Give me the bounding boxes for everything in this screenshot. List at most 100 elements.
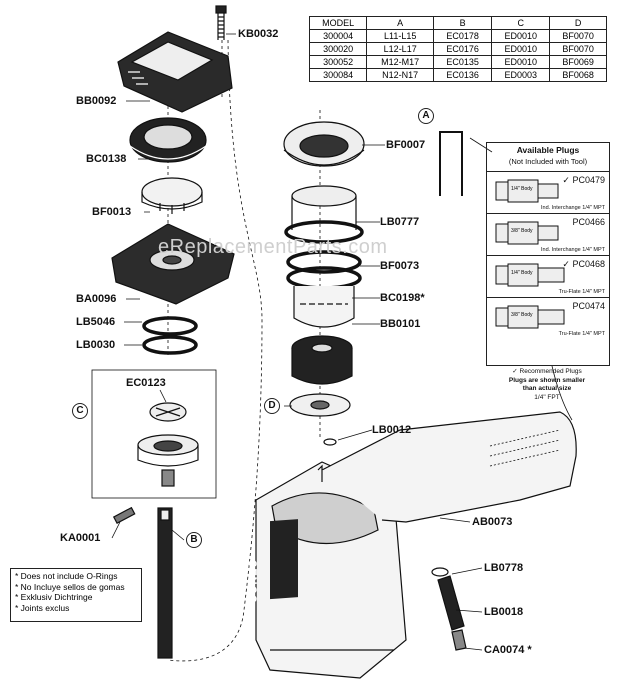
valve-body: [137, 434, 199, 487]
staple-a: [439, 131, 463, 196]
plugs-subtitle: (Not Included with Tool): [508, 157, 588, 166]
pin-ka0001: [112, 506, 136, 525]
plug-body: 3/8" Body: [511, 312, 533, 318]
table-cell: EC0176: [433, 42, 493, 56]
note-line: * Joints exclus: [15, 602, 70, 613]
part-label-bc0138: BC0138: [86, 153, 127, 165]
table-cell: ED0010: [491, 55, 551, 69]
part-label-lb0777: LB0777: [380, 216, 420, 228]
ring-bc0138: [129, 117, 207, 163]
part-label-ba0096: BA0096: [76, 293, 117, 305]
callout-b: B: [186, 532, 202, 548]
disc-bf0013: [141, 177, 203, 214]
housing-bf0007: [283, 121, 365, 167]
plug-body: 1/4" Body: [511, 186, 533, 192]
available-plugs-panel: Available Plugs (Not Included with Tool)…: [486, 142, 610, 366]
notes-box: * Does not include O-Rings * No Incluye …: [10, 568, 142, 622]
disc-d: [289, 393, 351, 417]
part-label-bc0198: BC0198*: [380, 292, 425, 304]
plug-code: ✓ PC0468: [562, 259, 605, 269]
plug-drawings: [495, 179, 565, 329]
piston-bc0198: [293, 286, 355, 328]
header-cell: D: [549, 16, 607, 30]
table-cell: 300052: [308, 55, 368, 69]
plug-pc0468: [495, 263, 565, 287]
part-label-bb0101: BB0101: [380, 318, 421, 330]
table-cell: BF0070: [549, 42, 607, 56]
part-label-ka0001: KA0001: [60, 532, 101, 544]
note-line: * Does not include O-Rings: [15, 571, 118, 581]
table-row: 300004 L11-L15 EC0178 ED0010 BF0070: [308, 29, 607, 43]
table-row: 300020 L12-L17 EC0176 ED0010 BF0070: [308, 42, 607, 56]
oring-lb5046: [142, 316, 198, 336]
table-cell: L11-L15: [366, 29, 435, 43]
part-label-ca0074: CA0074 *: [484, 644, 532, 656]
table-cell: 300084: [308, 68, 368, 82]
plugs-title: Available Plugs: [516, 145, 580, 155]
table-cell: EC0178: [433, 29, 493, 43]
cap-bb0092: [117, 31, 233, 113]
table-cell: M12-M17: [366, 55, 435, 69]
callout-a: A: [418, 108, 434, 124]
callout-d: D: [264, 398, 280, 414]
plug-pc0466: [495, 221, 559, 245]
table-cell: ED0003: [491, 68, 551, 82]
plug-row: PC0466 Ind. Interchange 1/4" MPT 3/8" Bo…: [487, 213, 609, 256]
plug-body: 1/4" Body: [511, 270, 533, 276]
plug-row: PC0474 Tru-Flate 1/4" MPT 3/8" Body: [487, 297, 609, 340]
part-label-lb5046: LB5046: [76, 316, 116, 328]
table-cell: BF0069: [549, 55, 607, 69]
rod-b: [157, 507, 173, 659]
inlet-parts: [431, 567, 467, 651]
oring-lb0012: [323, 438, 337, 446]
plug-desc: Tru-Flate 1/4" MPT: [558, 331, 605, 337]
screw-kb0032: [215, 5, 227, 40]
main-housing: [255, 411, 577, 679]
part-label-ab0073: AB0073: [472, 516, 513, 528]
plug-code: PC0466: [572, 217, 605, 227]
plug-code: ✓ PC0479: [562, 175, 605, 185]
plate-ba0096: [111, 223, 235, 305]
part-label-bb0092: BB0092: [76, 95, 117, 107]
plugs-note-recommended: ✓ Recommended Plugs: [512, 368, 582, 375]
table-cell: L12-L17: [366, 42, 435, 56]
table-cell: 300020: [308, 42, 368, 56]
plug-pc0474: [495, 305, 565, 329]
bumper-bb0101: [291, 335, 353, 385]
table-cell: ED0010: [491, 29, 551, 43]
callout-c: C: [72, 403, 88, 419]
valve-ec0123: [149, 402, 187, 422]
cylinder-lb0777: [284, 185, 364, 244]
part-label-bf0013: BF0013: [92, 206, 132, 218]
part-label-lb0012: LB0012: [372, 424, 412, 436]
header-cell: C: [491, 16, 551, 30]
table-cell: BF0068: [549, 68, 607, 82]
plugs-note-size-2: than actual size: [522, 385, 572, 392]
plug-pc0479: [495, 179, 559, 203]
header-cell: A: [366, 16, 435, 30]
part-label-lb0778: LB0778: [484, 562, 524, 574]
part-label-lb0018: LB0018: [484, 606, 524, 618]
oring-lb0030: [142, 335, 198, 355]
plug-desc: Ind. Interchange 1/4" MPT: [540, 247, 605, 253]
header-cell: MODEL: [308, 16, 368, 30]
part-label-ec0123: EC0123: [126, 377, 166, 389]
plug-row: ✓ PC0468 Tru-Flate 1/4" MPT 1/4" Body: [487, 255, 609, 298]
watermark: eReplacementParts.com: [158, 236, 388, 258]
part-label-bf0007: BF0007: [386, 139, 426, 151]
part-label-kb0032: KB0032: [238, 28, 279, 40]
table-cell: EC0136: [433, 68, 493, 82]
plugs-note-fpt: 1/4" FPT: [534, 394, 560, 401]
plug-body: 3/8" Body: [511, 228, 533, 234]
table-cell: N12-N17: [366, 68, 435, 82]
model-table-header: MODEL A B C D: [308, 16, 607, 30]
plug-desc: Tru-Flate 1/4" MPT: [558, 289, 605, 295]
note-line: * Exklusiv Dichtringe: [15, 592, 93, 602]
note-line: * No Incluye sellos de gomas: [15, 581, 125, 592]
model-table: MODEL A B C D 300004 L11-L15 EC0178 ED00…: [308, 16, 607, 82]
plug-desc: Ind. Interchange 1/4" MPT: [540, 205, 605, 211]
table-row: 300052 M12-M17 EC0135 ED0010 BF0069: [308, 55, 607, 69]
part-label-bf0073: BF0073: [380, 260, 420, 272]
